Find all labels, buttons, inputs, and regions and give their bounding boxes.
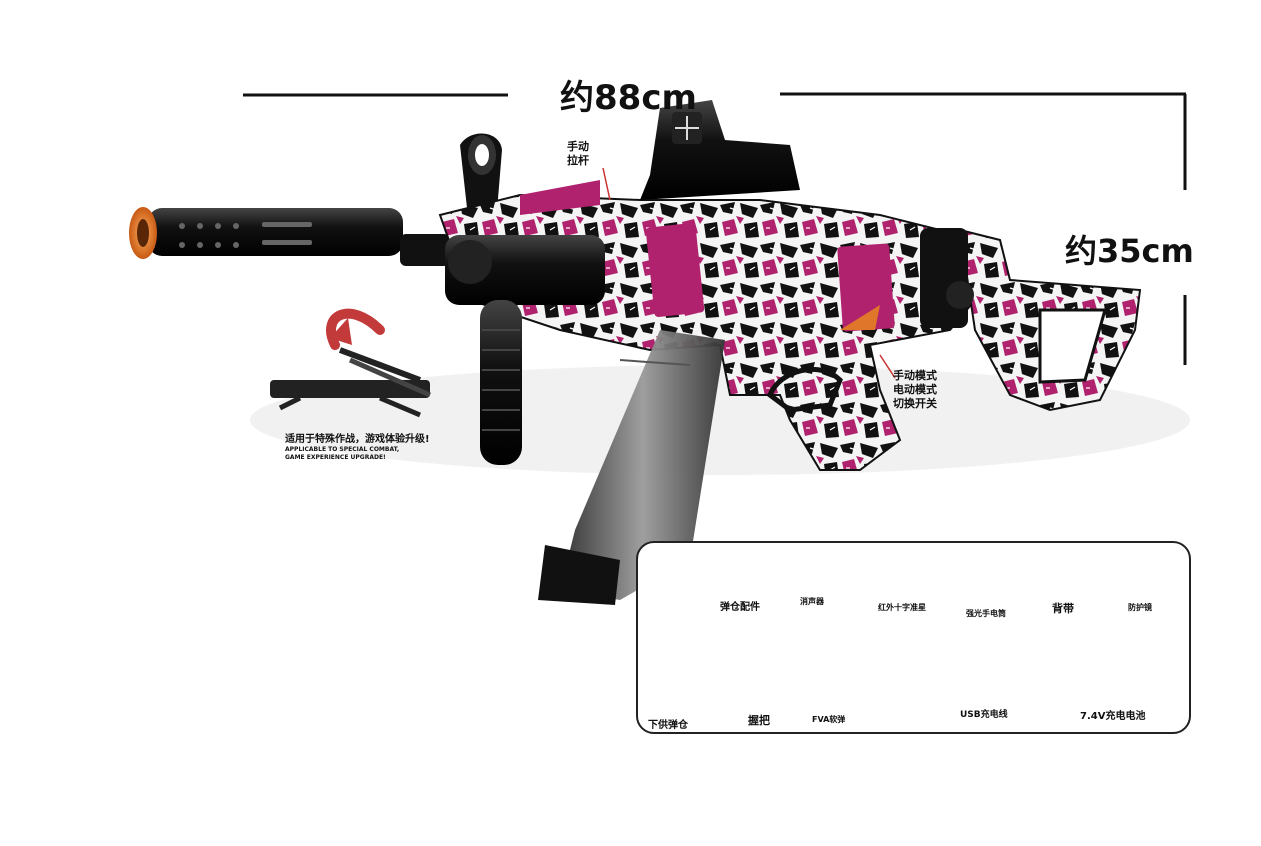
mode-switch-callout: 手动模式 电动模式 切换开关 bbox=[893, 369, 937, 410]
accessory-label-usb-cable: USB充电线 bbox=[960, 710, 1008, 720]
accessory-label-flashlight: 强光手电筒 bbox=[966, 609, 1006, 618]
accessory-label-magazine-accessory: 弹仓配件 bbox=[720, 602, 760, 613]
accessory-label-sling: 背带 bbox=[1052, 602, 1074, 615]
bipod-caption-en: APPLICABLE TO SPECIAL COMBAT, GAME EXPER… bbox=[285, 446, 400, 461]
accessory-label-silencer: 消声器 bbox=[800, 597, 824, 606]
accessory-label-battery: 7.4V充电电池 bbox=[1080, 711, 1146, 722]
bipod-caption-cn: 适用于特殊作战，游戏体验升级! bbox=[285, 434, 430, 445]
accessory-label-goggles: 防护镜 bbox=[1128, 603, 1152, 612]
magazine-graphic bbox=[538, 330, 725, 605]
foregrip-graphic bbox=[445, 235, 605, 465]
accessory-label-foam-darts: FVA软弹 bbox=[812, 715, 846, 724]
accessory-label-grip: 握把 bbox=[748, 714, 770, 727]
switch-leader-line bbox=[879, 354, 896, 379]
red-dot-graphic bbox=[640, 100, 800, 200]
bipod-graphic bbox=[270, 308, 432, 418]
height-label: 约35cm bbox=[1065, 232, 1194, 270]
length-label: 约88cm bbox=[560, 78, 697, 118]
bolt-callout: 手动 拉杆 bbox=[567, 140, 589, 167]
accessory-label-red-dot-sight: 红外十字准星 bbox=[878, 603, 926, 612]
silencer-graphic bbox=[129, 207, 450, 266]
stock-graphic bbox=[920, 228, 1142, 412]
bolt-leader-line bbox=[602, 167, 611, 201]
dimension-lines bbox=[243, 92, 1187, 365]
accessory-label-lower-magazine: 下供弹仓 bbox=[648, 720, 688, 731]
accessories-box bbox=[636, 541, 1191, 734]
